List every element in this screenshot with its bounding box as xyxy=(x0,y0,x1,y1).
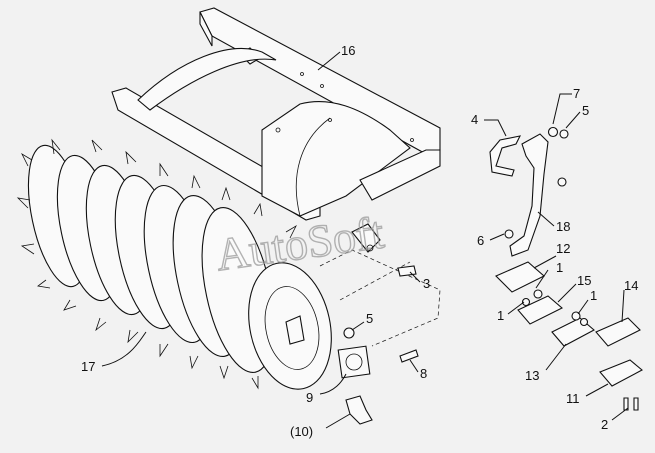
callout-12: 12 xyxy=(556,241,570,256)
callout-3: 3 xyxy=(423,276,430,291)
callout-labels: 16 7 5 4 18 6 12 1 15 1 1 14 13 11 2 3 5… xyxy=(81,43,638,439)
screw-6 xyxy=(504,229,514,239)
callout-11: 11 xyxy=(566,391,580,406)
callout-5-upper: 5 xyxy=(582,103,589,118)
callout-1-left: 1 xyxy=(497,308,504,323)
small-parts xyxy=(337,265,419,425)
nut-5-lower xyxy=(343,327,355,339)
callout-16: 16 xyxy=(341,43,355,58)
callout-7: 7 xyxy=(573,86,580,101)
grease-nipple-10 xyxy=(345,395,373,425)
callout-8: 8 xyxy=(420,366,427,381)
callout-5-lower: 5 xyxy=(366,311,373,326)
bolt-3 xyxy=(397,265,417,277)
roller-teeth xyxy=(16,138,297,390)
callout-10: (10) xyxy=(290,424,313,439)
callout-6: 6 xyxy=(477,233,484,248)
pin-8 xyxy=(399,349,419,363)
callout-18: 18 xyxy=(556,219,570,234)
washer-7 xyxy=(547,126,559,138)
callout-13: 13 xyxy=(525,368,539,383)
callout-4: 4 xyxy=(471,112,478,127)
alignment-lines xyxy=(319,249,441,347)
leader-lines xyxy=(101,51,629,429)
callout-1-right: 1 xyxy=(590,288,597,303)
bracket-assembly xyxy=(489,126,643,411)
roller-shaft xyxy=(285,315,305,345)
nut-5-upper xyxy=(559,129,569,139)
bracket-18 xyxy=(509,133,549,257)
callout-14: 14 xyxy=(624,278,638,293)
plate-14 xyxy=(595,317,641,347)
roller-assembly xyxy=(16,138,332,390)
callout-1-top: 1 xyxy=(556,260,563,275)
callout-9: 9 xyxy=(306,390,313,405)
screws-2 xyxy=(623,397,639,411)
callout-15: 15 xyxy=(577,273,591,288)
u-bolt-4 xyxy=(489,135,521,177)
frame-assembly xyxy=(111,7,441,253)
roller-discs xyxy=(27,144,275,373)
callout-2: 2 xyxy=(601,417,608,432)
plate-11 xyxy=(599,359,643,387)
bearing-flange-9 xyxy=(337,345,371,379)
callout-17: 17 xyxy=(81,359,95,374)
plate-15 xyxy=(517,295,563,325)
